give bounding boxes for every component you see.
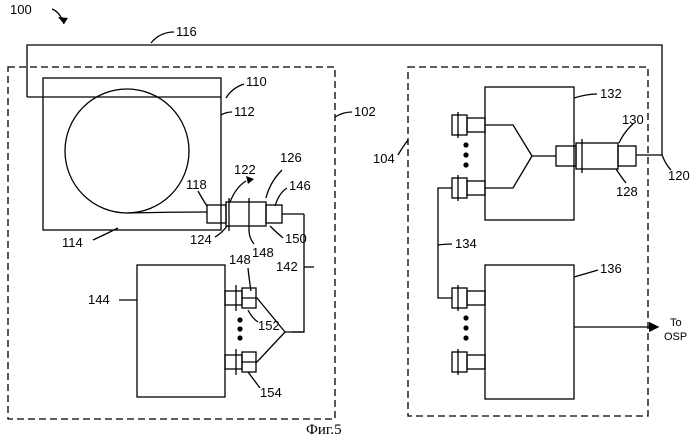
enclosure-104 xyxy=(408,67,648,416)
label-osp: OSP xyxy=(664,331,687,343)
label-148-lower: 148 xyxy=(229,252,251,267)
label-132: 132 xyxy=(600,86,622,101)
label-128: 128 xyxy=(616,184,638,199)
box-132 xyxy=(485,87,574,220)
label-136: 136 xyxy=(600,261,622,276)
label-126: 126 xyxy=(280,150,302,165)
label-134: 134 xyxy=(455,236,477,251)
label-112: 112 xyxy=(234,104,255,119)
label-118: 118 xyxy=(186,177,207,192)
label-152: 152 xyxy=(258,318,280,333)
label-114: 114 xyxy=(62,235,83,250)
label-110: 110 xyxy=(246,74,267,89)
label-104: 104 xyxy=(373,151,395,166)
cable-116 xyxy=(27,45,662,155)
label-150: 150 xyxy=(285,231,307,246)
label-120: 120 xyxy=(668,168,690,183)
box-136 xyxy=(485,265,574,399)
label-to: To xyxy=(670,317,682,329)
label-144: 144 xyxy=(88,292,110,307)
figure-caption: Фиг.5 xyxy=(306,422,342,438)
label-146: 146 xyxy=(289,178,311,193)
spool-114 xyxy=(65,89,189,213)
housing-112 xyxy=(43,78,221,230)
label-116: 116 xyxy=(176,24,197,39)
label-102: 102 xyxy=(354,104,376,119)
label-100: 100 xyxy=(10,2,32,17)
label-130: 130 xyxy=(622,112,644,127)
box-144 xyxy=(137,265,225,397)
label-148-upper: 148 xyxy=(252,245,274,260)
label-124: 124 xyxy=(190,232,212,247)
label-142: 142 xyxy=(276,259,298,274)
label-122: 122 xyxy=(234,162,256,177)
label-154: 154 xyxy=(260,385,282,400)
